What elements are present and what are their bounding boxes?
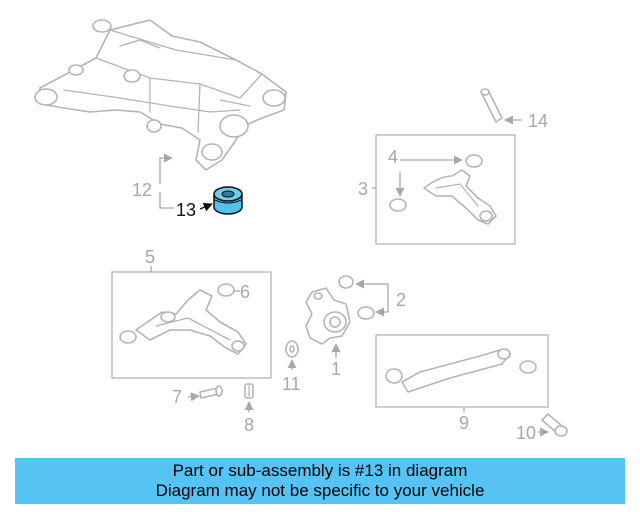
callout-11: 11 [282,374,301,394]
info-banner: Part or sub-assembly is #13 in diagram D… [15,458,625,504]
callout-2-leader-b [375,300,389,317]
callout-3: 3 [358,179,368,199]
part-2-bushings [338,275,375,320]
part-14-bolt [480,88,503,123]
callout-7-leader [187,392,200,402]
part-1-knuckle [305,287,351,345]
part-4-upper-arm [389,154,497,225]
callout-2: 2 [396,290,406,310]
part-9-link [385,348,537,393]
callout-12: 12 [132,180,152,200]
callout-13: 13 [176,200,196,220]
callout-10: 10 [516,423,536,443]
part-13-bushing[interactable] [213,186,243,215]
callout-6: 6 [240,282,250,302]
callout-2-leader-a [355,279,389,300]
group-9-box [375,334,549,408]
subframe-illustration [34,19,287,171]
callout-14: 14 [528,111,548,131]
banner-line-2: Diagram may not be specific to your vehi… [155,481,485,500]
callout-5: 5 [145,247,155,267]
callout-13-leader [199,202,213,212]
callout-8: 8 [244,415,254,435]
callout-7: 7 [172,387,182,407]
group-3-box [375,134,516,245]
callout-1: 1 [331,359,341,379]
callout-4: 4 [388,147,398,167]
group-5-box [111,271,272,379]
callout-9: 9 [459,413,469,433]
part-5-lower-arm [119,283,247,355]
callout-12-leader [159,153,174,209]
part-11-washer [285,340,299,358]
part-10-bolt [541,413,568,437]
part-7-bolt [199,385,223,399]
part-8-nut [244,383,254,399]
banner-line-1: Part or sub-assembly is #13 in diagram [172,461,468,480]
